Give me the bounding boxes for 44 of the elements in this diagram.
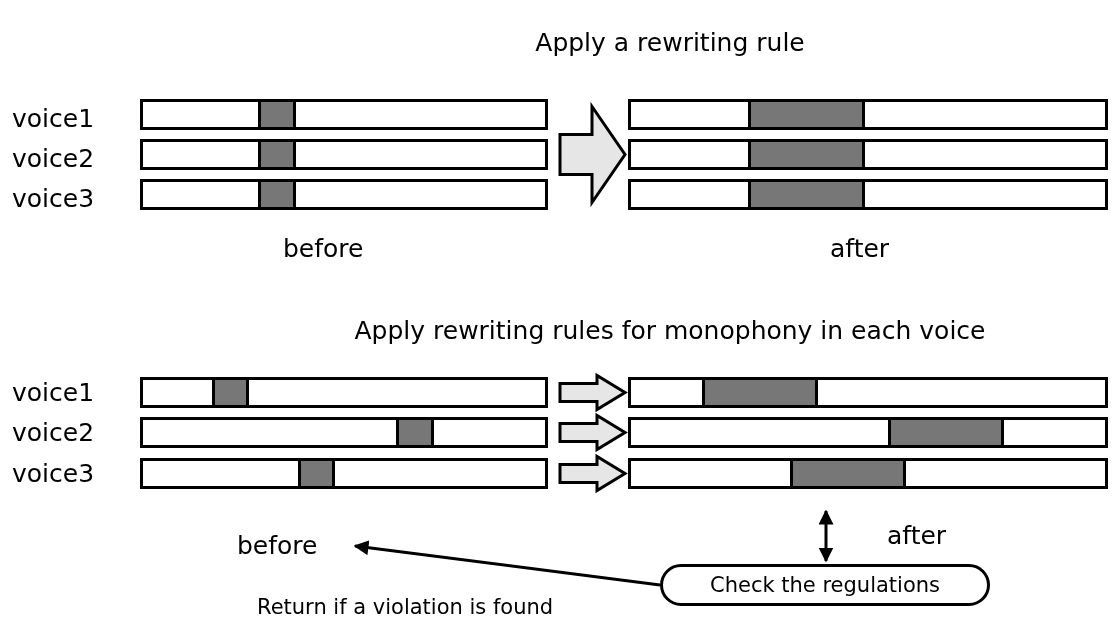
node-text: before <box>237 533 318 558</box>
note-block <box>212 377 249 408</box>
voice-label: voice3 <box>12 461 95 486</box>
voice-label: voice2 <box>12 420 95 445</box>
voice-track-bar <box>628 458 1108 489</box>
voice-track-bar <box>140 99 548 130</box>
voice-track-bar <box>140 377 548 408</box>
block-arrow <box>558 372 628 413</box>
voice-label: voice3 <box>12 186 95 211</box>
voice-track-bar <box>628 417 1108 448</box>
block-arrow <box>558 412 628 453</box>
column-label: after <box>830 236 890 261</box>
note-block <box>748 179 865 210</box>
voice-label: voice1 <box>12 106 95 131</box>
voice-track-bar <box>628 377 1108 408</box>
note-block <box>790 458 906 489</box>
note-block <box>258 179 296 210</box>
voice-label: voice2 <box>12 146 95 171</box>
column-label: before <box>283 236 364 261</box>
note-block <box>298 458 335 489</box>
block-arrow <box>558 453 628 494</box>
column-label: after <box>887 523 947 548</box>
voice-track-bar <box>140 139 548 170</box>
rounded-process-box: Check the regulations <box>660 564 990 606</box>
arrow <box>353 540 661 587</box>
voice-track-bar <box>628 179 1108 210</box>
voice-track-bar <box>140 179 548 210</box>
voice-label: voice1 <box>12 380 95 405</box>
block-arrow <box>558 101 627 208</box>
heading: Apply a rewriting rule <box>535 30 805 55</box>
heading: Apply rewriting rules for monophony in each voice <box>354 318 986 343</box>
note-block <box>258 99 296 130</box>
voice-track-bar <box>628 99 1108 130</box>
voice-track-bar <box>140 458 548 489</box>
edge-label: Return if a violation is found <box>257 597 554 618</box>
voice-track-bar <box>628 139 1108 170</box>
note-block <box>888 417 1004 448</box>
note-block <box>748 139 865 170</box>
double-arrow <box>818 509 834 563</box>
note-block <box>748 99 865 130</box>
note-block <box>396 417 434 448</box>
note-block <box>258 139 296 170</box>
voice-track-bar <box>140 417 548 448</box>
note-block <box>702 377 818 408</box>
